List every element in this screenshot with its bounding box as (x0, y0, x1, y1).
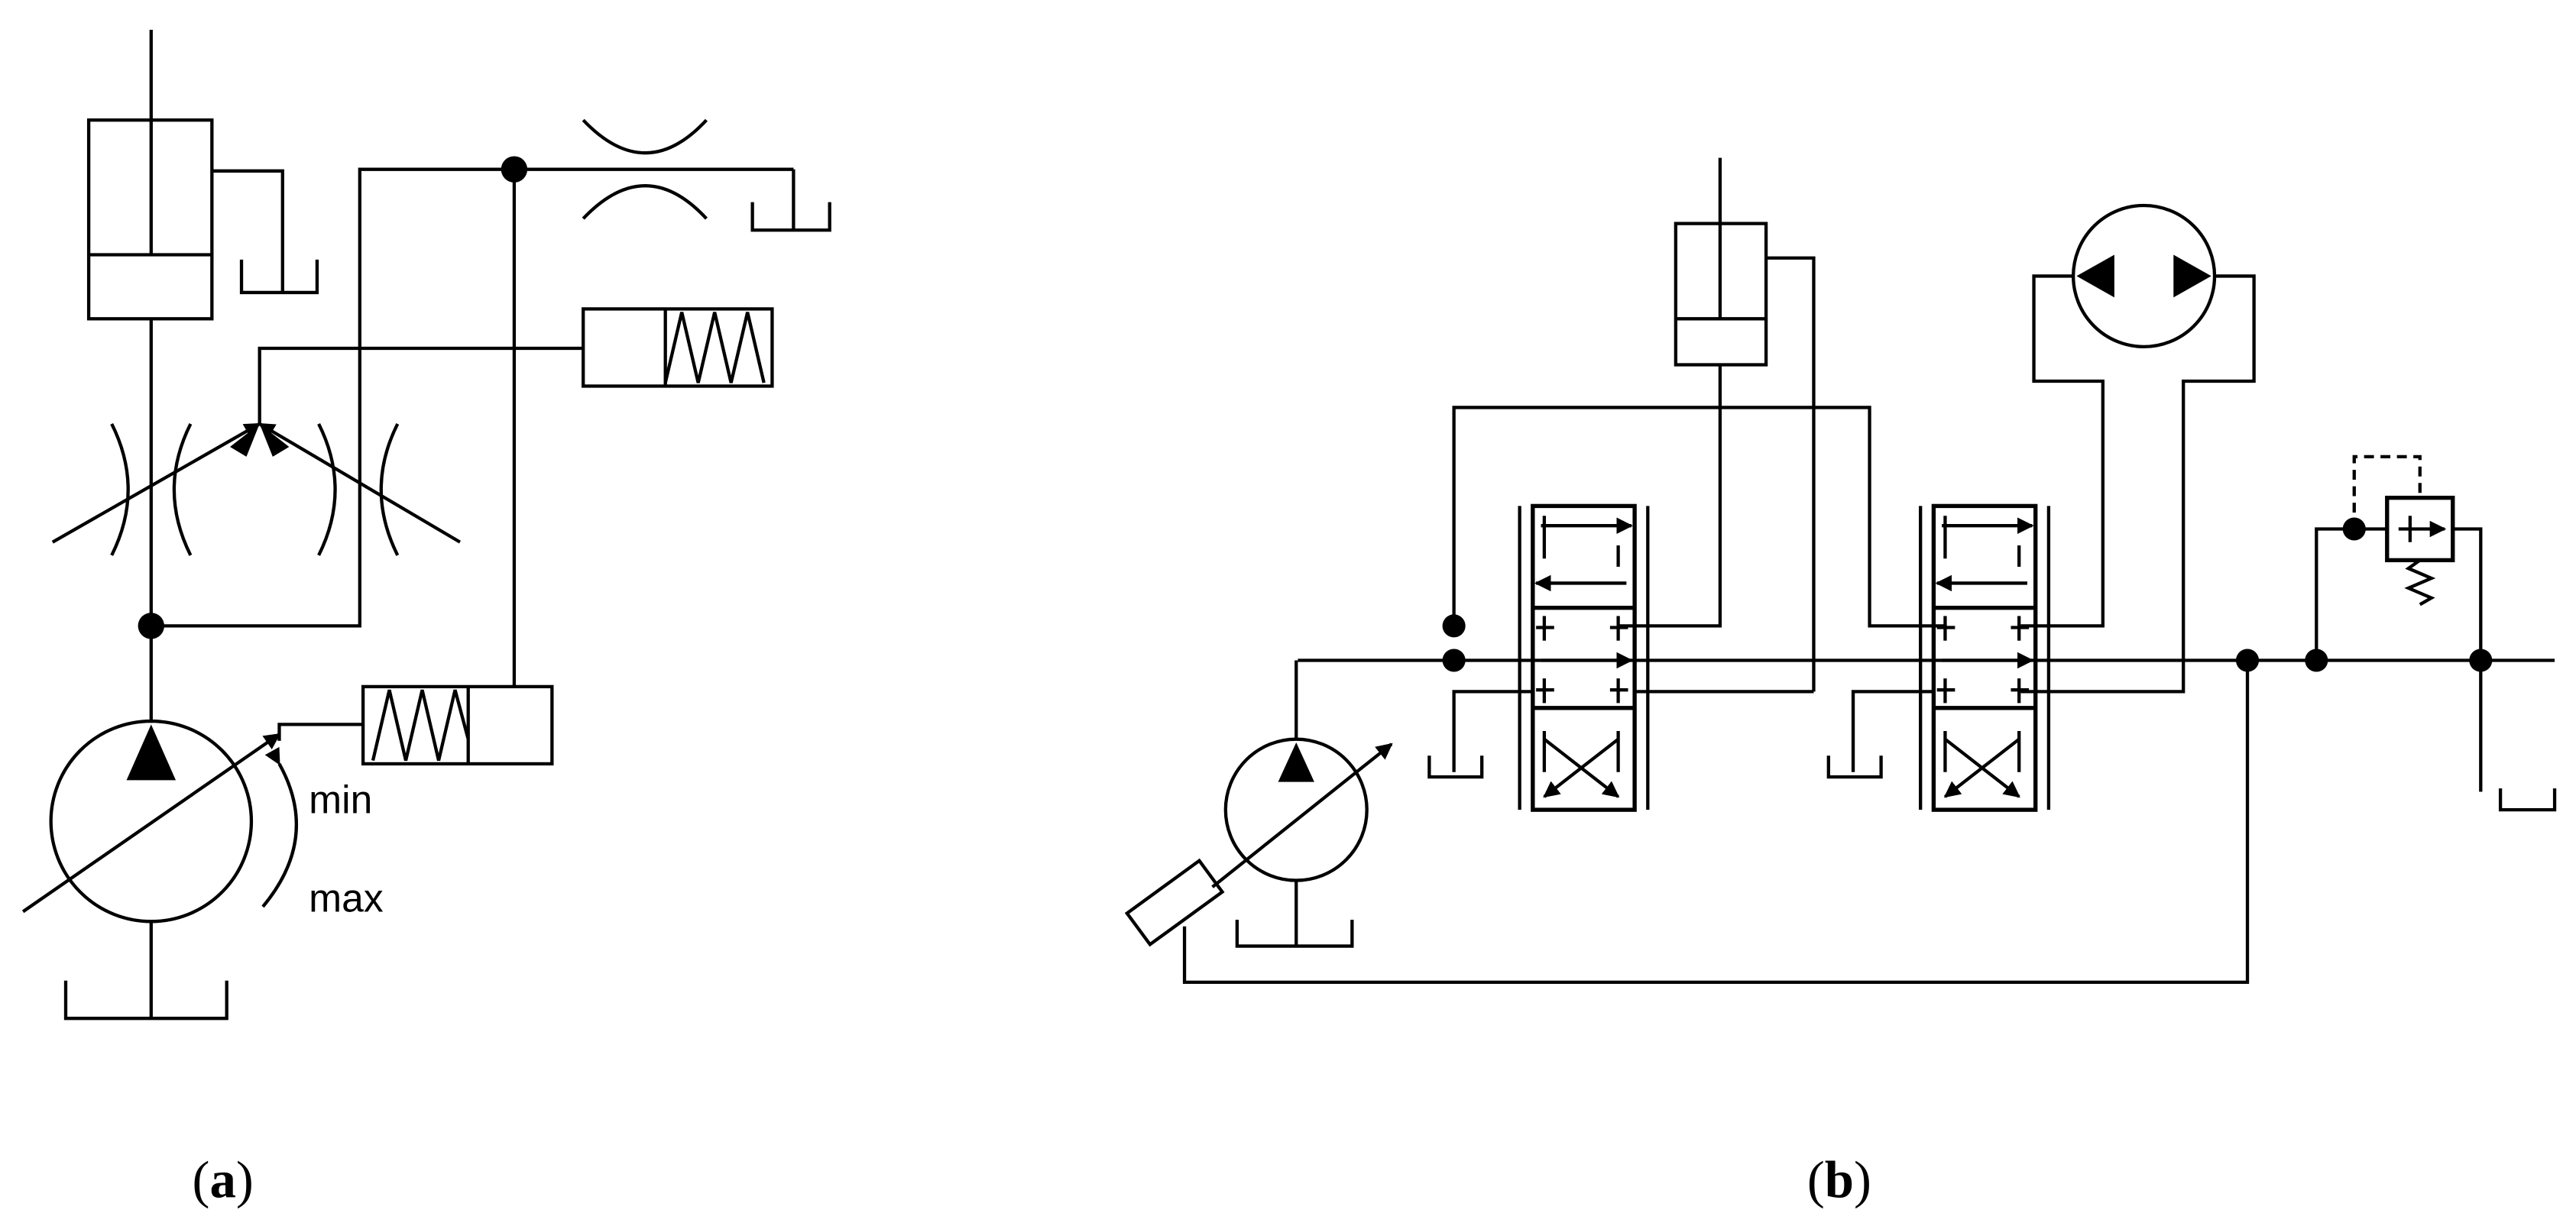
hydraulic-cylinder-b (1618, 157, 1816, 692)
variable-pump-a (21, 719, 298, 1021)
variable-orifice-right (317, 422, 400, 556)
variable-orifice-left (110, 422, 193, 556)
tank-return-valve1 (1452, 690, 1533, 772)
hydraulic-cylinder-a (86, 29, 319, 321)
pump-direction-triangle-b (1278, 742, 1314, 782)
orifice-arrow-heads (229, 423, 290, 457)
feedback-line-a (151, 167, 517, 687)
panel-a (21, 29, 831, 1021)
panel-label-b: (b) (1807, 1151, 1871, 1209)
hydraulic-motor-b (2020, 203, 2256, 694)
pump-direction-triangle-a (126, 724, 177, 781)
variable-pump-b (1124, 660, 2250, 985)
tank-return-valve2 (1851, 690, 1934, 772)
fixed-orifice-a (582, 118, 708, 220)
control-valve-upper (582, 307, 774, 388)
panel-b (1124, 157, 2557, 985)
directional-valve-1 (1518, 503, 1650, 812)
motor-direction-triangles (2076, 254, 2211, 298)
junction-dots-a (138, 156, 528, 639)
load-sensing-line (1452, 406, 1947, 628)
junction-dots-b (1442, 517, 2493, 672)
orifice-adjust-arrows (51, 346, 584, 544)
stroke-label-min: min (309, 777, 372, 821)
panel-label-a: (a) (193, 1151, 254, 1209)
pressure-relief-valve (2315, 454, 2483, 661)
pump-controller-a (277, 684, 554, 766)
directional-valve-2 (1919, 503, 2051, 812)
stroke-label-max: max (309, 875, 384, 920)
